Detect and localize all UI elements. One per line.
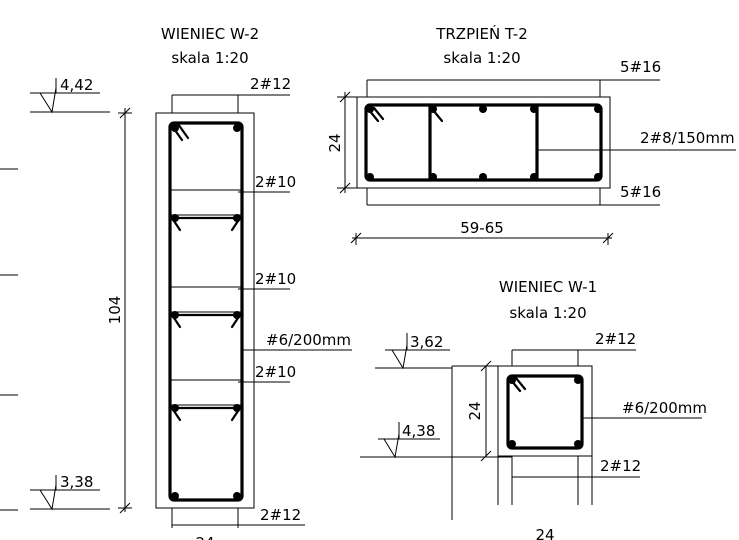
t2-width-label: 59-65 xyxy=(460,219,504,237)
section-w2: WIENIEC W-2 skala 1:20 4,42 3,38 xyxy=(0,25,352,540)
w2-ties xyxy=(169,189,243,422)
rebar xyxy=(171,311,179,319)
rebar xyxy=(233,492,241,500)
section-w1: WIENIEC W-1 skala 1:20 3,62 4,38 xyxy=(360,278,707,540)
w1-concrete-outline xyxy=(497,365,593,457)
rebar xyxy=(171,492,179,500)
w1-stirrup-label: #6/200mm xyxy=(622,399,707,417)
w2-width-label: 24 xyxy=(195,534,214,540)
t2-top-rebar-label: 5#16 xyxy=(620,58,661,76)
w2-concrete-outline xyxy=(155,112,255,509)
w1-height-label: 24 xyxy=(466,401,484,420)
w1-level-top: 3,62 xyxy=(375,333,452,370)
t2-stirrup xyxy=(364,103,603,182)
t2-concrete-outline xyxy=(356,96,611,189)
rebar xyxy=(233,124,241,132)
w1-title: WIENIEC W-1 xyxy=(499,278,597,296)
rebar xyxy=(171,124,179,132)
rebar xyxy=(233,311,241,319)
w1-level-bottom-label: 4,38 xyxy=(402,422,435,440)
section-t2: TRZPIEŃ T-2 skala 1:20 24 xyxy=(326,24,736,245)
w2-mid-rebar-label: 2#10 xyxy=(255,270,296,288)
w2-mid-rebar-label: 2#10 xyxy=(255,363,296,381)
w2-height-dimension: 104 xyxy=(106,107,132,514)
w1-bottom-rebar-label: 2#12 xyxy=(600,457,641,475)
rebar xyxy=(233,214,241,222)
t2-bottom-rebar-label: 5#16 xyxy=(620,183,661,201)
t2-title: TRZPIEŃ T-2 xyxy=(435,24,528,43)
w1-stirrup xyxy=(506,374,584,450)
w2-level-top: 4,42 xyxy=(30,76,110,114)
w2-height-label: 104 xyxy=(106,296,124,325)
w1-level-top-label: 3,62 xyxy=(410,333,443,351)
w1-level-bottom: 4,38 xyxy=(360,422,512,459)
t2-stirrup-label: 2#8/150mm xyxy=(640,129,735,147)
rebar xyxy=(171,214,179,222)
t2-height-label: 24 xyxy=(326,133,344,152)
rebar xyxy=(171,404,179,412)
t2-scale: skala 1:20 xyxy=(443,49,520,67)
w2-top-rebar-label: 2#12 xyxy=(250,75,291,93)
w2-stirrup-label: #6/200mm xyxy=(266,331,351,349)
w1-width-label: 24 xyxy=(535,526,554,540)
w2-level-bottom: 3,38 xyxy=(30,473,110,511)
w2-level-bottom-label: 3,38 xyxy=(60,473,93,491)
rebar xyxy=(233,404,241,412)
w2-bottom-rebar-label: 2#12 xyxy=(260,506,301,524)
w1-scale: skala 1:20 xyxy=(509,304,586,322)
w2-level-top-label: 4,42 xyxy=(60,76,93,94)
w1-top-rebar-label: 2#12 xyxy=(595,330,636,348)
w2-title: WIENIEC W-2 xyxy=(161,25,259,43)
w2-mid-rebar-label: 2#10 xyxy=(255,173,296,191)
w2-scale: skala 1:20 xyxy=(171,49,248,67)
